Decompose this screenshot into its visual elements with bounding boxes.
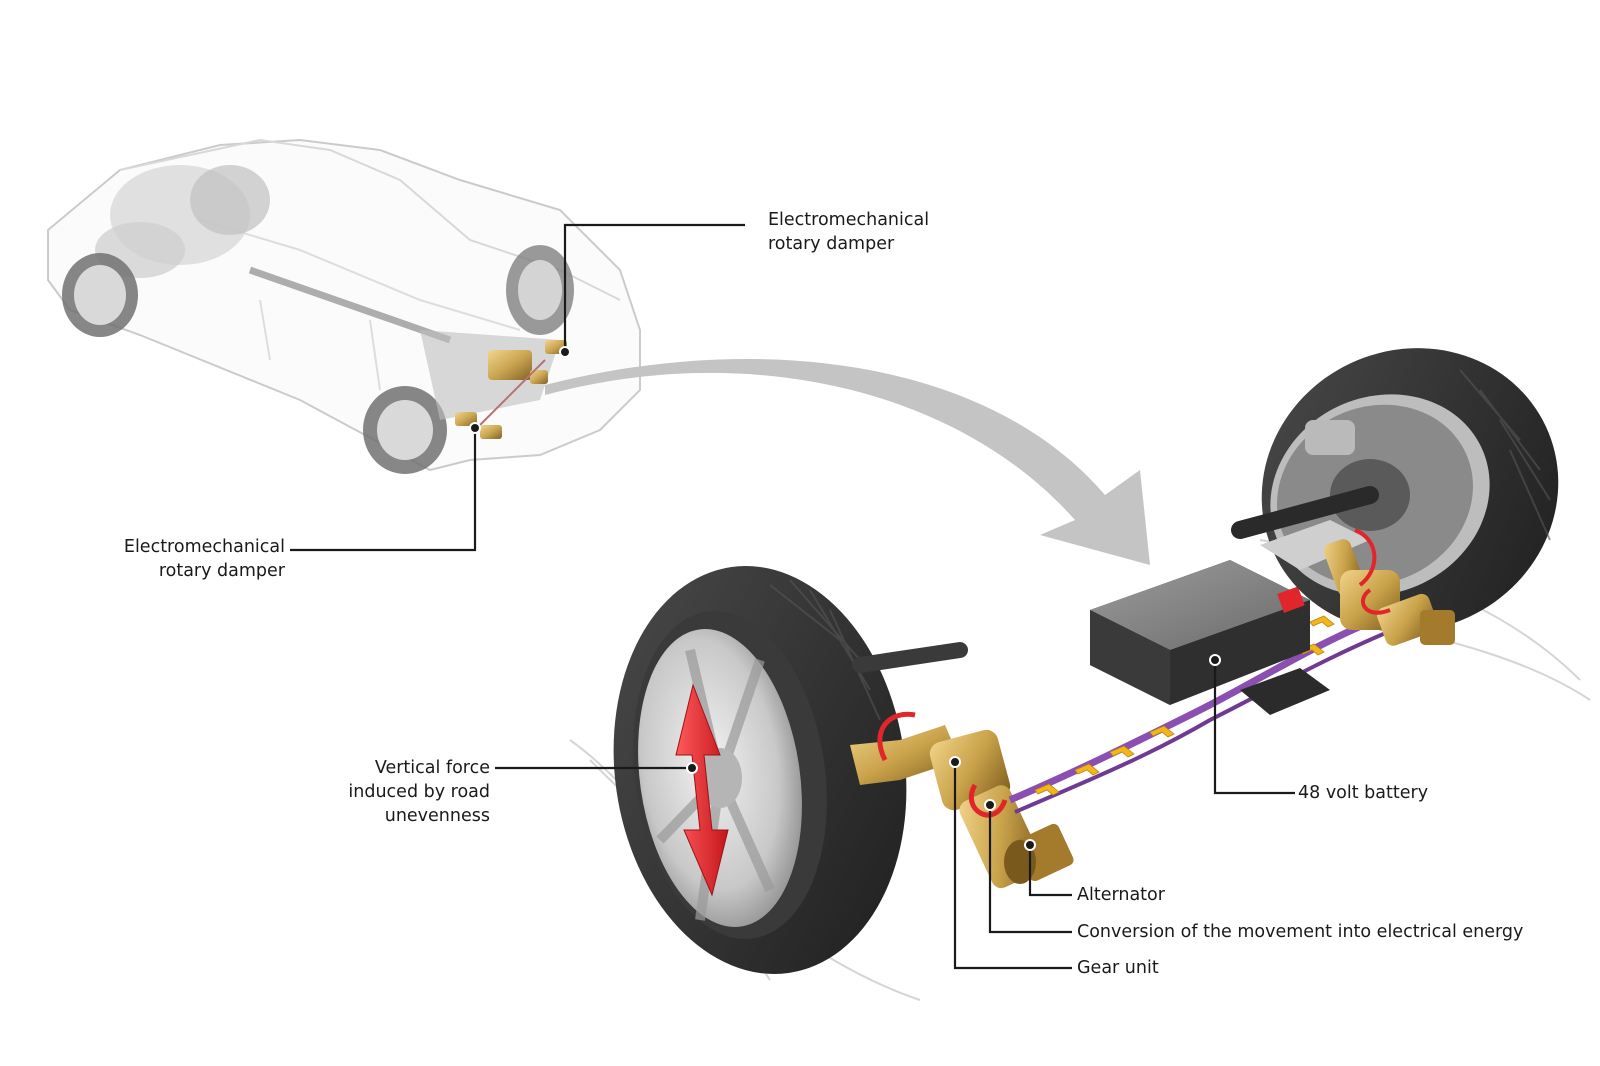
car-door-line — [259, 299, 381, 391]
ghosted-car-illustration — [47, 138, 641, 474]
power-cable-secondary — [1014, 623, 1406, 814]
left-axle — [852, 642, 968, 673]
right-control-arm — [1260, 520, 1370, 570]
right-rotary-damper — [1323, 528, 1455, 646]
battery-48v — [1090, 560, 1330, 715]
engine-block — [95, 165, 270, 278]
right-axle — [1231, 486, 1379, 539]
callout-battery: 48 volt battery — [1298, 783, 1429, 803]
callout-damper-top: Electromechanical rotary damper — [768, 210, 930, 254]
left-rotary-damper — [850, 711, 1074, 889]
callout-alternator: Alternator — [1077, 885, 1165, 905]
vertical-force-arrow-icon — [675, 683, 729, 897]
power-cable — [1008, 606, 1402, 804]
callout-damper-left: Electromechanical rotary damper — [123, 537, 285, 581]
car-damper-components — [455, 340, 567, 439]
callout-vertical-force: Vertical force induced by road unevennes… — [348, 758, 490, 826]
car-rear-wheel — [363, 386, 447, 474]
transition-arrow — [545, 358, 1150, 565]
left-wheel — [613, 565, 907, 975]
leader-lines — [290, 223, 1295, 970]
car-rear-wheel-far — [506, 245, 574, 335]
car-window-line — [199, 219, 521, 331]
callout-gear-unit: Gear unit — [1077, 958, 1159, 978]
callout-conversion: Conversion of the movement into electric… — [1077, 922, 1524, 942]
rotation-arrow-icon — [877, 711, 916, 762]
car-front-wheel — [62, 253, 138, 337]
drive-shaft — [248, 266, 452, 344]
